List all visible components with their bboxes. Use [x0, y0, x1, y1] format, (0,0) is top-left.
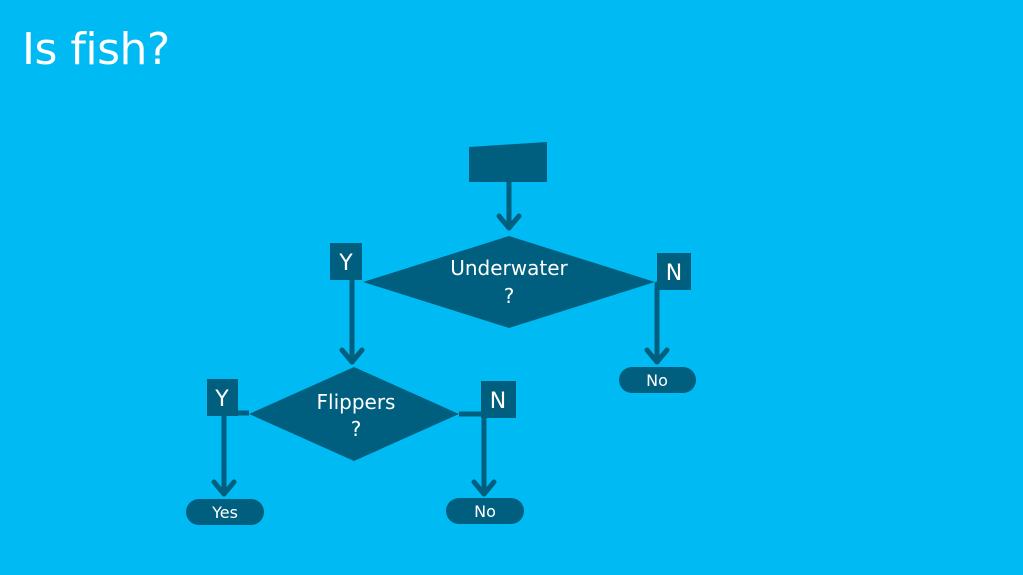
- flippers-yes-label: Y: [214, 387, 229, 412]
- end-underwater-no-label: No: [646, 371, 668, 390]
- decision-underwater: [363, 236, 655, 328]
- decision-flippers-label: Flippers: [317, 390, 396, 414]
- end-flippers-no: [446, 498, 524, 524]
- end-flippers-yes-label: Yes: [211, 503, 238, 522]
- connector-flippers-no-to-end: [471, 413, 497, 497]
- underwater-yes-box: [330, 243, 362, 280]
- slide-title: Is fish?: [22, 24, 170, 75]
- flippers-no-label: N: [490, 389, 506, 414]
- connector-start-to-underwater: [496, 179, 522, 231]
- start-input-shape: [469, 142, 547, 182]
- underwater-no-label: N: [666, 261, 682, 286]
- connector-flippers-yes-to-end: [211, 411, 237, 497]
- connector-underwater-no-to-end: [644, 281, 670, 365]
- connector-underwater-yes-to-flippers: [339, 277, 365, 365]
- end-flippers-no-label: No: [474, 502, 496, 521]
- decision-underwater-label: Underwater: [450, 256, 568, 280]
- decision-flippers: [249, 367, 459, 461]
- flippers-no-box: [481, 381, 516, 418]
- underwater-no-box: [657, 253, 691, 290]
- underwater-yes-label: Y: [338, 251, 353, 276]
- end-underwater-no: [619, 367, 696, 393]
- end-flippers-yes: [186, 499, 264, 525]
- decision-flippers-question-mark: ?: [351, 417, 362, 441]
- flippers-yes-box: [207, 379, 238, 416]
- decision-underwater-question-mark: ?: [504, 284, 515, 308]
